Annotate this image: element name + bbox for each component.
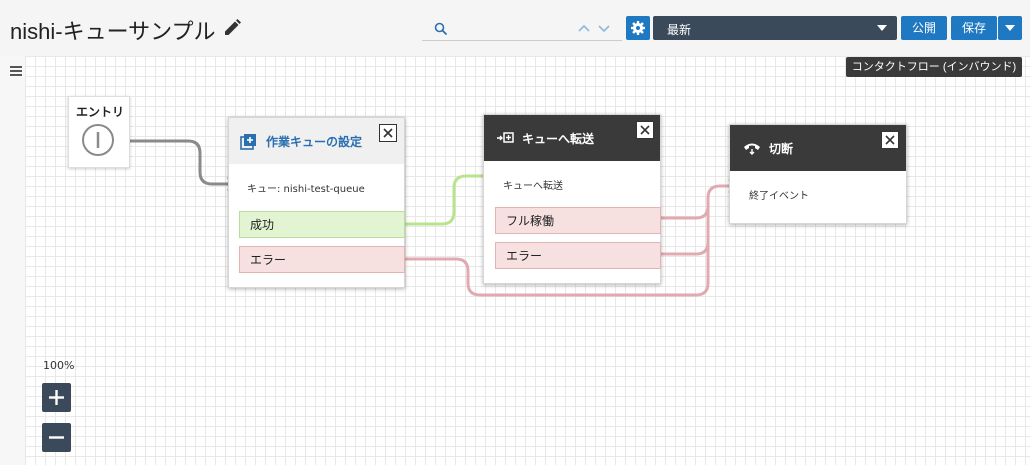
disconnect-block[interactable]: 切断 終了イベント	[729, 124, 907, 224]
entry-output-icon[interactable]	[82, 124, 114, 156]
version-select[interactable]: 最新	[653, 16, 897, 40]
close-button[interactable]	[636, 121, 654, 139]
close-button[interactable]	[881, 131, 899, 149]
set-queue-block[interactable]: 作業キューの設定 キュー: nishi-test-queue 成功 エラー	[228, 117, 405, 288]
block-title: キューへ転送	[522, 132, 595, 146]
gear-icon	[631, 21, 645, 35]
menu-icon[interactable]	[10, 66, 22, 76]
hangup-icon	[744, 143, 760, 155]
block-description: キューへ転送	[503, 181, 563, 192]
entry-label: エントリ	[75, 105, 124, 119]
zoom-level: 100%	[43, 359, 75, 372]
close-icon	[885, 135, 895, 145]
plus-icon	[49, 390, 64, 405]
branch-error[interactable]: エラー	[495, 242, 661, 269]
block-description: 終了イベント	[749, 191, 809, 202]
zoom-in-button[interactable]	[42, 383, 71, 412]
flow-type-badge: コンタクトフロー (インバウンド)	[846, 57, 1022, 77]
version-select-value: 最新	[667, 23, 692, 37]
zoom-out-button[interactable]	[42, 423, 71, 452]
save-button[interactable]: 保存	[951, 16, 997, 40]
block-title: 切断	[769, 142, 794, 156]
block-header: 切断	[730, 125, 906, 171]
chevron-down-icon	[877, 25, 887, 31]
entry-node[interactable]: エントリ	[68, 96, 130, 168]
close-icon	[640, 125, 650, 135]
block-description: キュー: nishi-test-queue	[247, 184, 365, 195]
save-options-button[interactable]	[998, 16, 1022, 40]
transfer-icon	[497, 132, 514, 143]
branch-at-capacity[interactable]: フル稼働	[495, 207, 661, 234]
close-button[interactable]	[379, 124, 397, 142]
flow-header: nishi-キューサンプル	[0, 0, 1030, 56]
branch-success[interactable]: 成功	[239, 211, 405, 238]
block-header: キューへ転送	[484, 115, 660, 161]
chevron-down-icon[interactable]	[596, 20, 612, 36]
search-icon	[434, 22, 448, 36]
minus-icon	[49, 436, 64, 439]
chevron-up-icon[interactable]	[576, 20, 592, 36]
transfer-to-queue-block[interactable]: キューへ転送 キューへ転送 フル稼働 エラー	[483, 114, 661, 284]
pencil-icon[interactable]	[222, 18, 242, 38]
chevron-down-icon	[1005, 25, 1015, 31]
flow-title: nishi-キューサンプル	[10, 19, 216, 44]
settings-button[interactable]	[626, 16, 650, 40]
search-input[interactable]	[452, 18, 592, 38]
left-panel	[0, 56, 25, 465]
queue-add-icon	[240, 134, 256, 150]
block-title: 作業キューの設定	[266, 135, 363, 149]
branch-error[interactable]: エラー	[239, 246, 405, 273]
publish-button[interactable]: 公開	[901, 16, 947, 40]
close-icon	[383, 128, 393, 138]
block-header: 作業キューの設定	[229, 118, 404, 164]
search-box	[422, 16, 622, 41]
